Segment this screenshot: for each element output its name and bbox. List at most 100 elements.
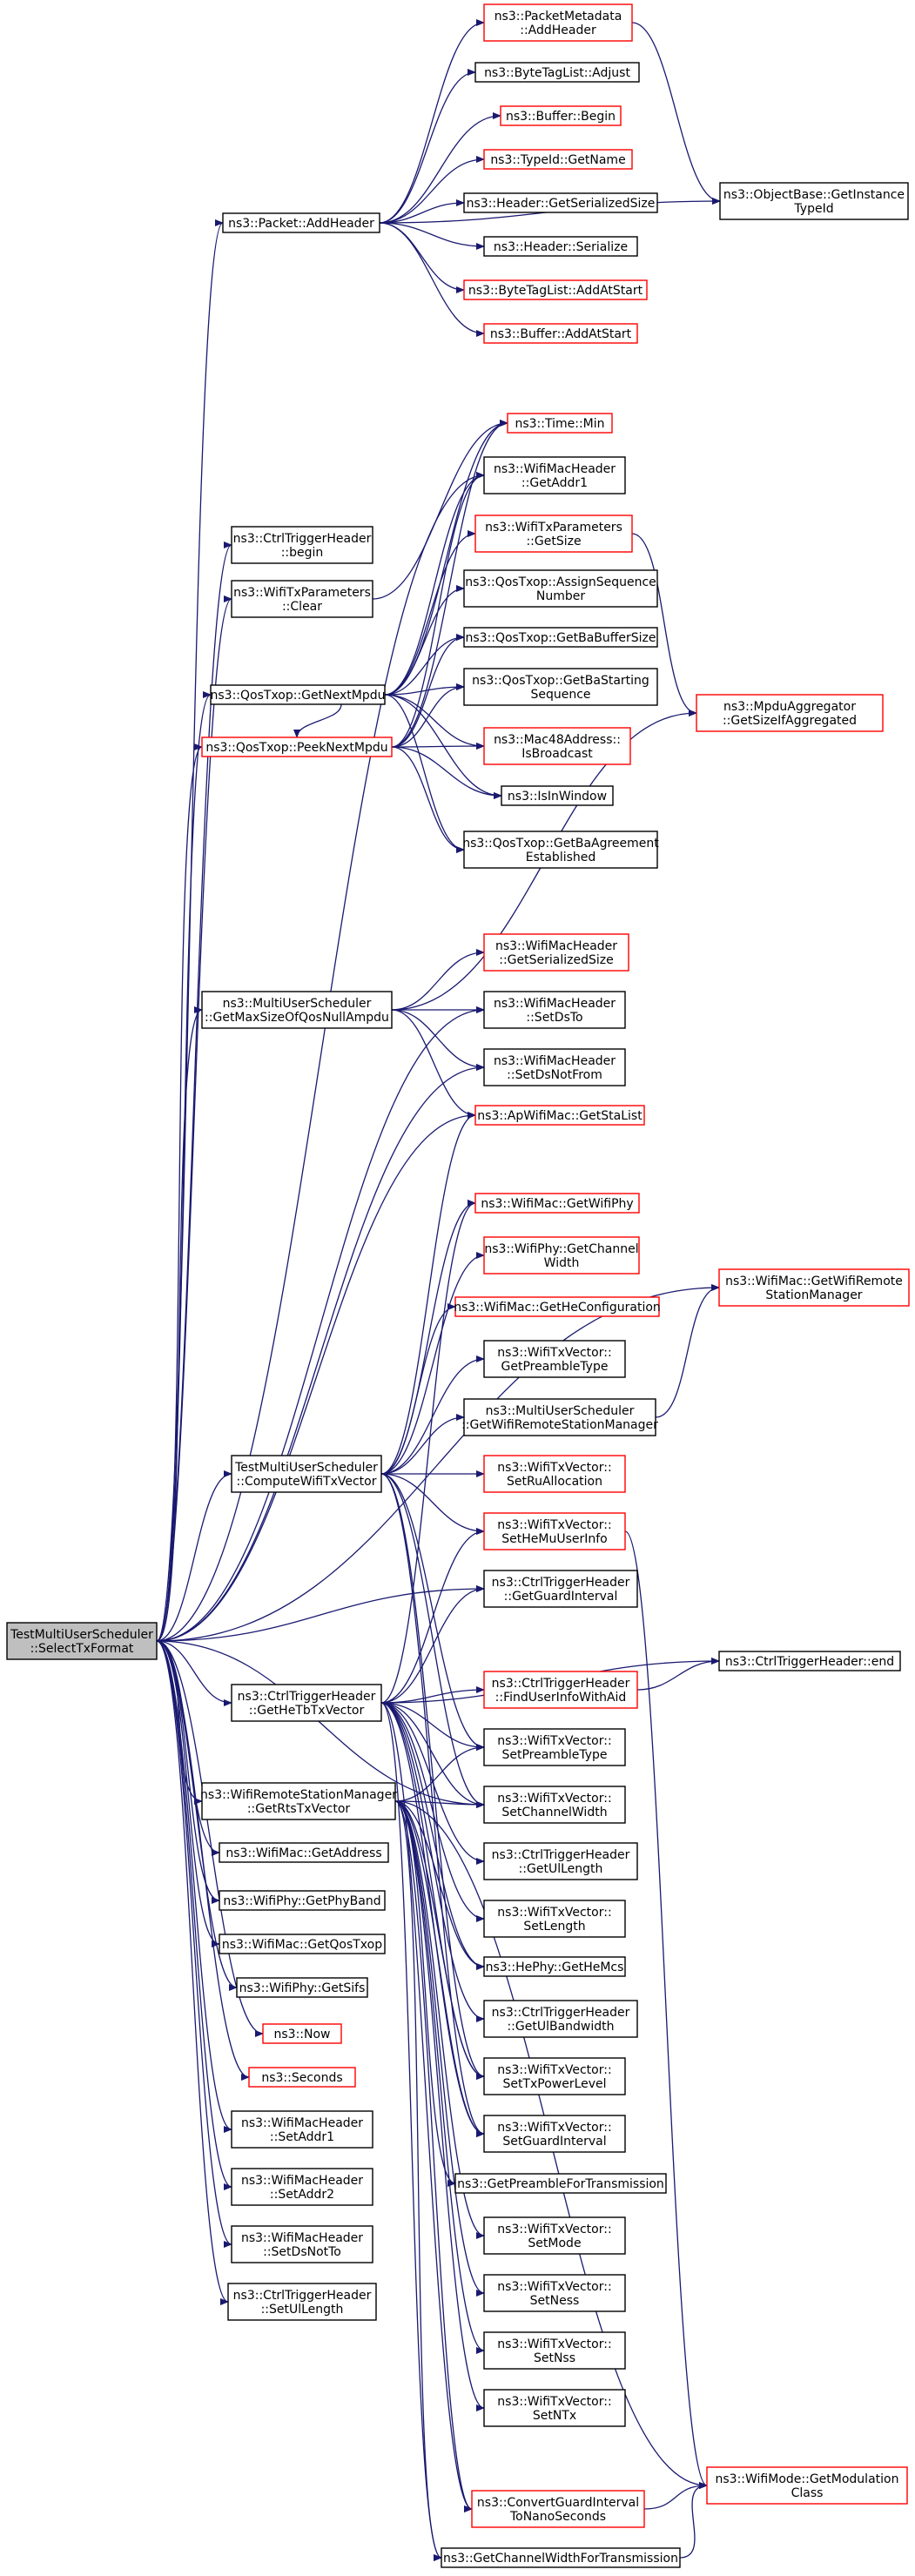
function-node-hephy-gethemcs[interactable]: ns3::HePhy::GetHeMcs xyxy=(483,1956,626,1977)
function-node-addheader[interactable]: ns3::Packet::AddHeader xyxy=(222,212,380,233)
function-node-hdr-getsersize[interactable]: ns3::Header::GetSerializedSize xyxy=(463,192,658,213)
function-node-wmac-getqostxop[interactable]: ns3::WifiMac::GetQosTxop xyxy=(219,1934,386,1954)
function-node-wtp-clear[interactable]: ns3::WifiTxParameters::Clear xyxy=(231,580,373,618)
function-node-wtv-setnss[interactable]: ns3::WifiTxVector::SetNss xyxy=(483,2331,626,2370)
function-node-wmh-setaddr2[interactable]: ns3::WifiMacHeader::SetAddr2 xyxy=(231,2168,373,2206)
function-node-cth-setullen[interactable]: ns3::CtrlTriggerHeader::SetUlLength xyxy=(227,2283,377,2321)
function-node-cth-getulbw[interactable]: ns3::CtrlTriggerHeader::GetUlBandwidth xyxy=(483,2000,638,2038)
node-label: ns3::WifiTxParameters xyxy=(233,586,371,600)
function-node-mpdu-aggsize[interactable]: ns3::MpduAggregator::GetSizeIfAggregated xyxy=(696,694,884,732)
call-edge xyxy=(624,1530,708,2489)
node-box xyxy=(262,2023,342,2044)
node-label: ::SetDsNotFrom xyxy=(507,1068,602,1082)
function-node-wtv-settxpower[interactable]: ns3::WifiTxVector::SetTxPowerLevel xyxy=(483,2057,626,2095)
function-node-wphy-getsifs[interactable]: ns3::WifiPhy::GetSifs xyxy=(236,1977,368,1998)
function-node-wmh-setdsto[interactable]: ns3::WifiMacHeader::SetDsTo xyxy=(483,991,626,1029)
node-label: IsBroadcast xyxy=(521,747,593,761)
node-label: ns3::TypeId::GetName xyxy=(490,153,625,167)
function-node-wmac-getwifiphy[interactable]: ns3::WifiMac::GetWifiPhy xyxy=(474,1193,640,1214)
node-label: ns3::WifiTxVector:: xyxy=(497,1518,611,1532)
node-box xyxy=(454,2173,667,2194)
node-label: ns3::WifiMacHeader xyxy=(495,939,617,953)
node-box xyxy=(483,727,631,765)
node-label: ::SetDsTo xyxy=(526,1011,582,1025)
function-node-btl-adjust[interactable]: ns3::ByteTagList::Adjust xyxy=(474,62,640,83)
function-node-seconds[interactable]: ns3::Seconds xyxy=(248,2067,356,2088)
function-node-wtv-setchwidth[interactable]: ns3::WifiTxVector::SetChannelWidth xyxy=(483,1786,626,1824)
call-edge xyxy=(379,222,485,337)
node-label: ns3::ByteTagList::AddAtStart xyxy=(468,284,643,298)
call-edge xyxy=(380,1473,485,2080)
function-node-mac48-isbcast[interactable]: ns3::Mac48Address::IsBroadcast xyxy=(483,727,631,765)
function-node-qos-getbabuf[interactable]: ns3::QosTxop::GetBaBufferSize xyxy=(463,627,658,648)
function-node-wmh-getsersize[interactable]: ns3::WifiMacHeader::GetSerializedSize xyxy=(483,933,629,972)
function-node-cth-gethetb[interactable]: ns3::CtrlTriggerHeader::GetHeTbTxVector xyxy=(231,1684,382,1722)
function-node-wmh-setaddr1[interactable]: ns3::WifiMacHeader::SetAddr1 xyxy=(231,2110,373,2149)
function-node-buf-addatstart[interactable]: ns3::Buffer::AddAtStart xyxy=(483,323,638,344)
function-node-wtv-setntx[interactable]: ns3::WifiTxVector::SetNTx xyxy=(483,2389,626,2427)
node-label: ns3::WifiMac::GetQosTxop xyxy=(222,1938,382,1952)
function-node-wtv-setgi[interactable]: ns3::WifiTxVector::SetGuardInterval xyxy=(483,2115,626,2153)
node-label: ns3::WifiTxVector:: xyxy=(497,2063,611,2077)
function-node-cth-getullen[interactable]: ns3::CtrlTriggerHeader::GetUlLength xyxy=(483,1842,638,1880)
function-node-wmh-getaddr1[interactable]: ns3::WifiMacHeader::GetAddr1 xyxy=(483,456,626,494)
call-edge xyxy=(380,1200,476,1475)
function-node-wtv-sethemu[interactable]: ns3::WifiTxVector::SetHeMuUserInfo xyxy=(483,1512,626,1550)
function-node-qos-peeknext[interactable]: ns3::QosTxop::PeekNextMpdu xyxy=(201,736,393,757)
function-node-mus-getrsm[interactable]: ns3::MultiUserScheduler::GetWifiRemoteSt… xyxy=(461,1398,658,1436)
function-node-cth-end[interactable]: ns3::CtrlTriggerHeader::end xyxy=(718,1651,901,1671)
node-box xyxy=(483,2216,626,2255)
call-edge xyxy=(156,1064,485,1642)
node-box xyxy=(483,236,638,257)
function-node-tmus-computetxv[interactable]: TestMultiUserScheduler::ComputeWifiTxVec… xyxy=(231,1455,382,1493)
function-node-wtv-setlength[interactable]: ns3::WifiTxVector::SetLength xyxy=(483,1900,626,1938)
function-node-wtv-setmode[interactable]: ns3::WifiTxVector::SetMode xyxy=(483,2216,626,2255)
function-node-qos-getnextmpdu[interactable]: ns3::QosTxop::GetNextMpdu xyxy=(210,684,386,705)
function-node-wtv-setru[interactable]: ns3::WifiTxVector::SetRuAllocation xyxy=(483,1455,626,1493)
function-node-wmac-getrsm[interactable]: ns3::WifiMac::GetWifiRemoteStationManage… xyxy=(718,1268,910,1307)
node-label: ns3::WifiPhy::GetPhyBand xyxy=(223,1894,380,1908)
function-node-buf-begin[interactable]: ns3::Buffer::Begin xyxy=(500,105,622,126)
function-node-isinwindow[interactable]: ns3::IsInWindow xyxy=(501,785,614,806)
function-node-wphy-getchwidth[interactable]: ns3::WifiPhy::GetChannelWidth xyxy=(483,1236,640,1275)
function-node-wtv-getpreamble[interactable]: ns3::WifiTxVector::GetPreambleType xyxy=(483,1340,626,1378)
function-node-hdr-serialize[interactable]: ns3::Header::Serialize xyxy=(483,236,638,257)
function-node-getpreamblefortx[interactable]: ns3::GetPreambleForTransmission xyxy=(454,2173,667,2194)
call-edge xyxy=(384,530,476,696)
function-node-wmh-setdsnotto[interactable]: ns3::WifiMacHeader::SetDsNotTo xyxy=(231,2225,373,2263)
node-label: SetRuAllocation xyxy=(507,1475,602,1489)
function-node-wmac-gethecfg[interactable]: ns3::WifiMac::GetHeConfiguration xyxy=(454,1296,661,1317)
function-node-apmac-getstalist[interactable]: ns3::ApWifiMac::GetStaList xyxy=(474,1105,645,1126)
call-edge xyxy=(156,1006,485,1642)
function-node-now[interactable]: ns3::Now xyxy=(262,2023,342,2044)
node-label: Width xyxy=(544,1256,580,1270)
function-node-typeid-getname[interactable]: ns3::TypeId::GetName xyxy=(483,149,633,170)
function-node-wphy-getphyband[interactable]: ns3::WifiPhy::GetPhyBand xyxy=(219,1890,386,1911)
function-node-wmac-getaddress[interactable]: ns3::WifiMac::GetAddress xyxy=(219,1842,389,1863)
function-node-wmh-setdsnotfrom[interactable]: ns3::WifiMacHeader::SetDsNotFrom xyxy=(483,1048,626,1086)
call-edge xyxy=(380,1702,485,1751)
function-node-getchwidthfortx[interactable]: ns3::GetChannelWidthForTransmission xyxy=(441,2547,681,2568)
function-node-wtp-getsize[interactable]: ns3::WifiTxParameters::GetSize xyxy=(474,515,633,553)
function-node-btl-addatstart[interactable]: ns3::ByteTagList::AddAtStart xyxy=(463,279,648,300)
function-node-wtv-setness[interactable]: ns3::WifiTxVector::SetNess xyxy=(483,2274,626,2312)
node-label: ns3::WifiRemoteStationManager xyxy=(200,1788,397,1802)
function-node-mus-getmaxsize[interactable]: ns3::MultiUserScheduler::GetMaxSizeOfQos… xyxy=(201,991,393,1029)
function-node-ctrl-begin[interactable]: ns3::CtrlTriggerHeader::begin xyxy=(231,526,373,564)
function-node-root[interactable]: TestMultiUserScheduler::SelectTxFormat xyxy=(6,1622,158,1660)
node-label: ns3::QosTxop::AssignSequence xyxy=(465,575,656,589)
function-node-pm-addheader[interactable]: ns3::PacketMetadata::AddHeader xyxy=(483,3,633,42)
call-edge xyxy=(380,1252,485,1475)
function-node-cth-getgi[interactable]: ns3::CtrlTriggerHeader::GetGuardInterval xyxy=(483,1570,638,1608)
function-node-wrsm-getrts[interactable]: ns3::WifiRemoteStationManager::GetRtsTxV… xyxy=(200,1782,397,1820)
function-node-wtv-setpreamble[interactable]: ns3::WifiTxVector::SetPreambleType xyxy=(483,1728,626,1766)
call-edge xyxy=(372,420,508,600)
function-node-cth-finduser[interactable]: ns3::CtrlTriggerHeader::FindUserInfoWith… xyxy=(483,1671,638,1709)
function-node-time-min[interactable]: ns3::Time::Min xyxy=(507,413,613,434)
